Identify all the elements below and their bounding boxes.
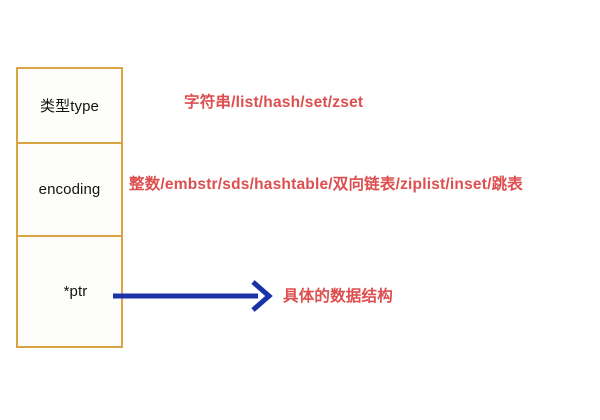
struct-cell-ptr: *ptr (18, 237, 121, 346)
struct-cell-type-label: 类型type (40, 98, 99, 115)
redis-object-struct-box: 类型type encoding *ptr (16, 67, 123, 348)
annotation-ptr-target: 具体的数据结构 (283, 288, 393, 305)
annotation-type-values: 字符串/list/hash/set/zset (184, 94, 364, 111)
struct-cell-ptr-label: *ptr (63, 283, 88, 300)
struct-cell-encoding: encoding (18, 144, 121, 237)
ptr-arrow (113, 280, 273, 312)
ptr-arrow-head-icon (251, 280, 273, 312)
annotation-encoding-values: 整数/embstr/sds/hashtable/双向链表/ziplist/ins… (129, 176, 523, 193)
struct-cell-encoding-label: encoding (38, 181, 101, 198)
struct-cell-type: 类型type (18, 69, 121, 144)
